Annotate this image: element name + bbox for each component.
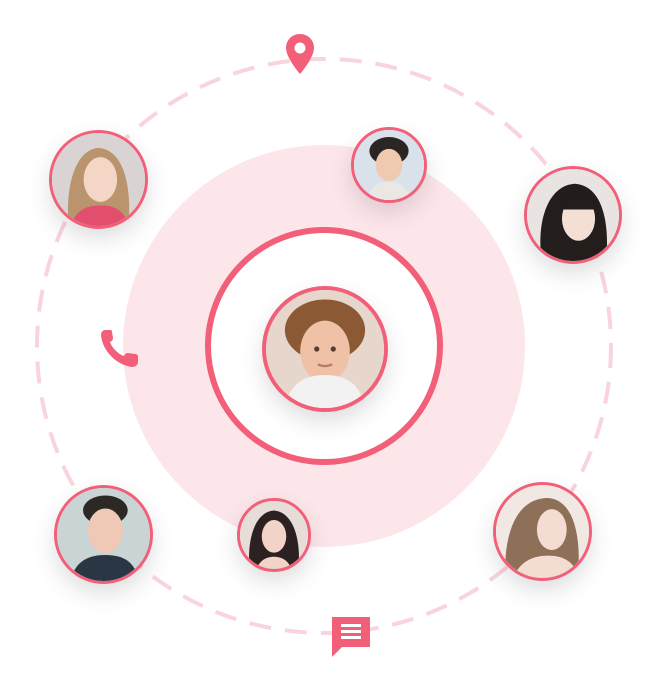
avatar-bottom-center[interactable] xyxy=(237,498,311,572)
avatar-bottom-left[interactable] xyxy=(54,485,153,584)
avatar-bottom-right[interactable] xyxy=(493,482,592,581)
avatar-top-center[interactable] xyxy=(351,127,427,203)
dashed-orbit-ring xyxy=(35,57,613,635)
avatar-top-left[interactable] xyxy=(49,130,148,229)
person-avatar xyxy=(496,485,589,578)
avatar-right-upper[interactable] xyxy=(524,166,622,264)
person-avatar xyxy=(57,488,150,581)
chat-message-icon xyxy=(328,613,374,659)
person-avatar xyxy=(354,130,424,200)
location-pin-icon xyxy=(284,32,316,76)
phone-icon xyxy=(96,326,142,372)
person-avatar xyxy=(527,169,619,261)
center-avatar[interactable] xyxy=(262,286,388,412)
person-avatar xyxy=(52,133,145,226)
person-avatar-center xyxy=(266,290,384,408)
person-avatar xyxy=(240,501,308,569)
